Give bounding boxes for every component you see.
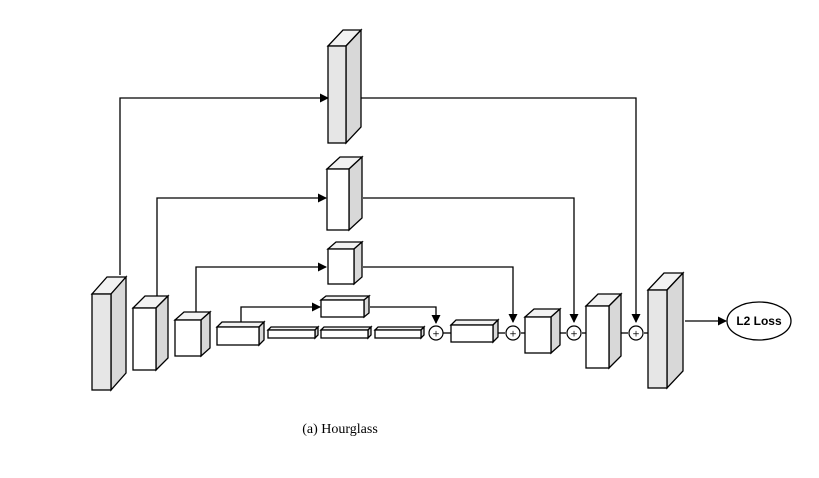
bottleneck-block-3 (373, 325, 426, 340)
l2-loss-label: L2 Loss (736, 314, 782, 328)
decoder-block-4 (646, 271, 685, 390)
l2-loss-node: L2 Loss (726, 301, 792, 341)
skip-connection-2-return (363, 197, 579, 323)
add-node-4-symbol: + (632, 330, 640, 340)
encoder-block-4 (215, 320, 266, 347)
encoder-block-1 (90, 275, 128, 392)
skip-connections (119, 93, 727, 326)
skip-block-1 (326, 28, 363, 145)
figure-caption: (a) Hourglass (302, 422, 378, 437)
bottleneck-block-2 (319, 325, 373, 340)
add-node-1: + (428, 325, 444, 341)
add-node-2-symbol: + (509, 330, 517, 340)
decoder-block-3 (584, 292, 623, 370)
skip-block-4 (319, 294, 371, 319)
skip-connection-1-return (360, 97, 641, 323)
skip-connection-3 (195, 262, 327, 313)
add-node-2: + (505, 325, 521, 341)
decoder-block-2 (523, 307, 562, 355)
skip-connection-3-return (363, 266, 518, 323)
bottleneck-block-1 (266, 325, 320, 340)
encoder-block-3 (173, 310, 212, 358)
skip-connection-2 (156, 193, 327, 296)
add-node-4: + (628, 325, 644, 341)
skip-connection-1 (119, 93, 329, 275)
add-node-3-symbol: + (570, 330, 578, 340)
skip-block-2 (325, 155, 364, 232)
skip-block-3 (326, 240, 364, 286)
add-node-3: + (566, 325, 582, 341)
encoder-block-2 (131, 294, 170, 372)
skip-connection-4-return (370, 306, 441, 324)
skip-connection-4 (240, 302, 321, 323)
decoder-block-1 (449, 318, 500, 344)
add-node-1-symbol: + (432, 330, 440, 340)
